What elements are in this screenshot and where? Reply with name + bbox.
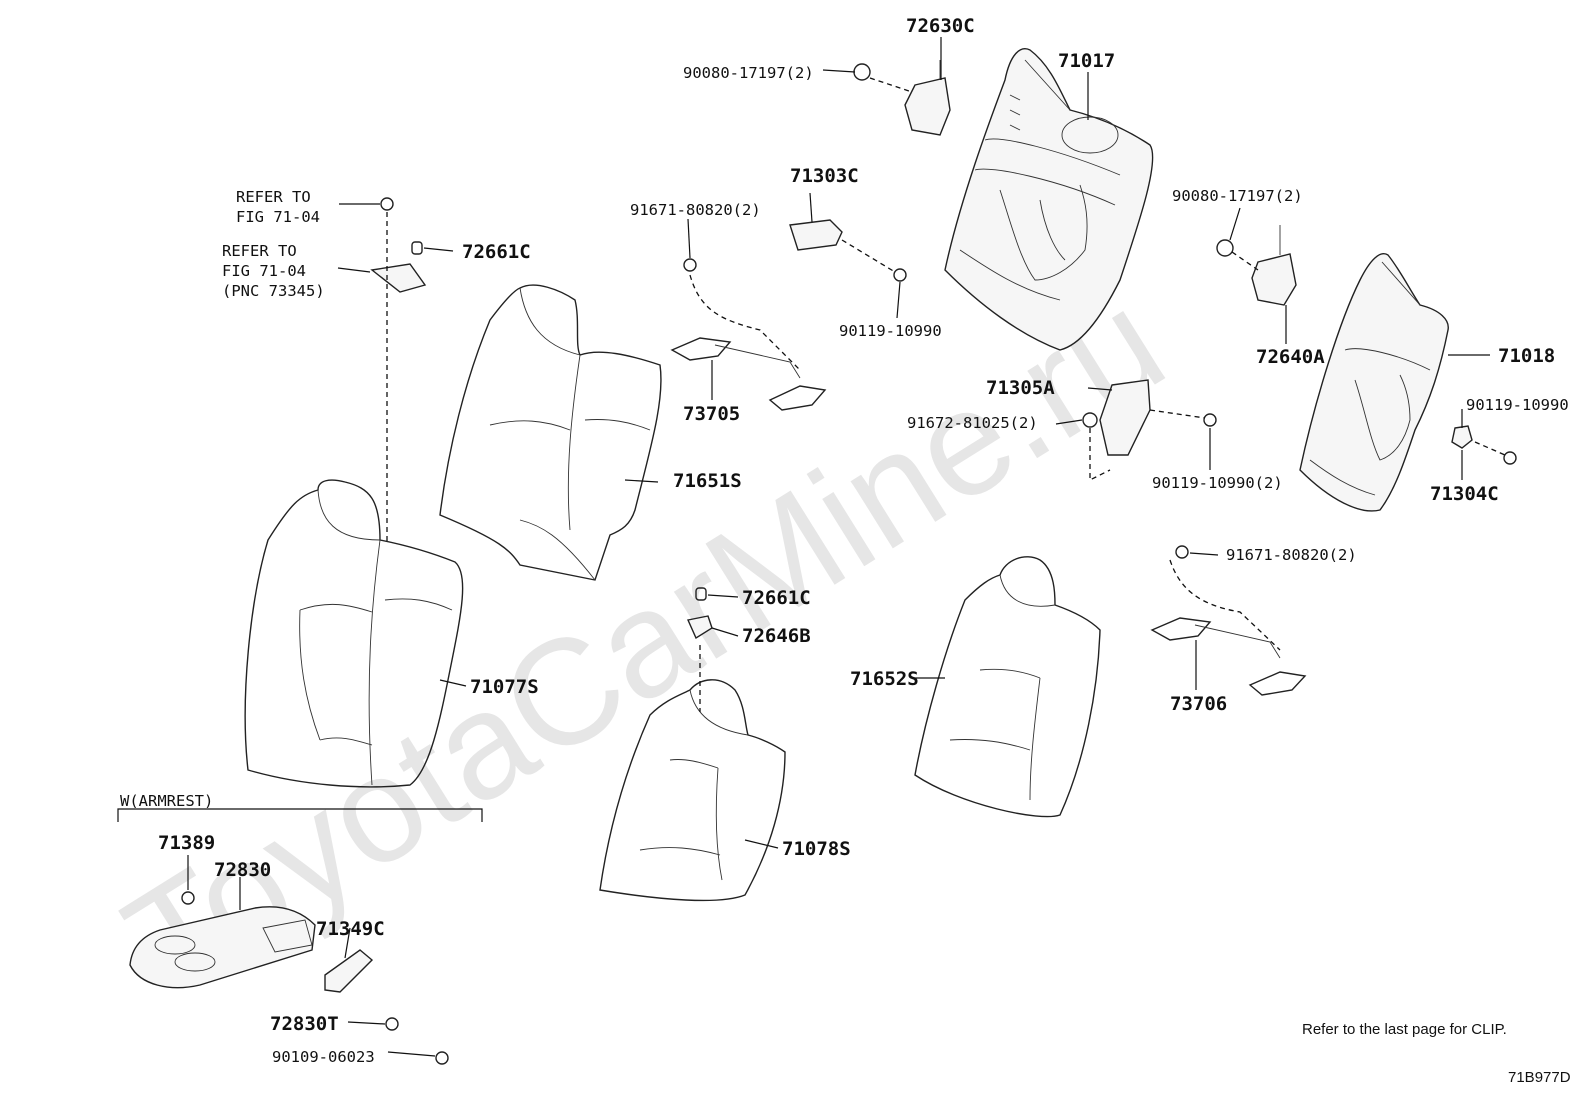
label-90119-10990-2: 90119-10990(2) — [1152, 474, 1283, 492]
armrest-group-bracket — [117, 808, 483, 822]
label-71303c: 71303C — [790, 165, 859, 187]
label-72646b: 72646B — [742, 625, 811, 647]
armrest-72830 — [129, 906, 316, 989]
seatback-cover-71652s — [914, 556, 1101, 818]
label-71389: 71389 — [158, 832, 215, 854]
label-90119-10990-right: 90119-10990 — [1466, 396, 1569, 414]
bolt-90109 — [435, 1051, 449, 1065]
assembly-line-71303c — [841, 239, 896, 273]
label-71651s: 71651S — [673, 470, 742, 492]
seatback-frame-71018 — [1299, 253, 1449, 512]
label-72640a: 72640A — [1256, 346, 1325, 368]
label-armrest-group: W(ARMREST) — [120, 792, 213, 810]
hinge-73705 — [670, 274, 827, 411]
label-90080-17197-right: 90080-17197(2) — [1172, 187, 1303, 205]
hinge-73706 — [1150, 559, 1307, 696]
label-73706: 73706 — [1170, 693, 1227, 715]
label-71304c: 71304C — [1430, 483, 1499, 505]
seatback-cover-71077s — [244, 479, 464, 788]
label-refer1-line1: REFER TO — [236, 188, 311, 206]
bolt-90119-mid — [893, 268, 907, 282]
label-71349c: 71349C — [316, 918, 385, 940]
label-90109-06023: 90109-06023 — [272, 1048, 375, 1066]
label-72661c-top: 72661C — [462, 241, 531, 263]
refer-note: Refer to the last page for CLIP. — [1302, 1021, 1507, 1038]
bracket-71303c — [789, 219, 843, 251]
label-71078s: 71078S — [782, 838, 851, 860]
assembly-line-72630c — [869, 77, 913, 93]
assembly-line-91672 — [1089, 428, 1111, 482]
label-72630c: 72630C — [906, 15, 975, 37]
lock-72640a — [1251, 225, 1297, 306]
label-91671-80820-right: 91671-80820(2) — [1226, 546, 1357, 564]
assembly-line-71305a — [1149, 409, 1206, 419]
clip-72661c-mid — [695, 587, 707, 601]
bolt-91672 — [1082, 412, 1098, 428]
label-refer2-line2: FIG 71-04 — [222, 262, 306, 280]
bolt-91671-left — [683, 258, 697, 272]
bolt-91671-right — [1175, 545, 1189, 559]
nut-72830t — [385, 1017, 399, 1031]
label-72661c-mid: 72661C — [742, 587, 811, 609]
label-90119-10990-mid: 90119-10990 — [839, 322, 942, 340]
label-71017: 71017 — [1058, 50, 1115, 72]
nut-90080-right — [1216, 239, 1234, 257]
label-91672-81025: 91672-81025(2) — [907, 414, 1038, 432]
bracket-71349c — [324, 949, 374, 993]
label-72830: 72830 — [214, 859, 271, 881]
clip-72661c-top — [411, 241, 423, 255]
label-73705: 73705 — [683, 403, 740, 425]
assembly-line-72640a — [1231, 251, 1259, 271]
seatback-cover-71078s — [599, 679, 786, 902]
cap-71389 — [181, 891, 195, 905]
bolt-90119-right — [1503, 451, 1517, 465]
bracket-71304c — [1451, 425, 1473, 449]
bracket-71305a — [1099, 379, 1151, 456]
bolt-refer-top — [380, 197, 394, 211]
seatback-frame-71017 — [944, 48, 1154, 351]
nut-90080-top — [853, 63, 871, 81]
label-90080-17197-top: 90080-17197(2) — [683, 64, 814, 82]
hook-refer-pnc73345 — [370, 263, 427, 293]
label-71652s: 71652S — [850, 668, 919, 690]
label-71018: 71018 — [1498, 345, 1555, 367]
figure-code: 71B977D — [1508, 1069, 1571, 1086]
label-71077s: 71077S — [470, 676, 539, 698]
label-71305a: 71305A — [986, 377, 1055, 399]
assembly-line-71304c — [1474, 441, 1506, 456]
seatback-cover-71651s — [439, 284, 662, 581]
label-91671-80820-left: 91671-80820(2) — [630, 201, 761, 219]
label-refer2-line3: (PNC 73345) — [222, 282, 325, 300]
bolt-90119-2 — [1203, 413, 1217, 427]
lock-72630c — [904, 60, 951, 136]
label-refer1-line2: FIG 71-04 — [236, 208, 320, 226]
label-refer2-line1: REFER TO — [222, 242, 297, 260]
label-72830t: 72830T — [270, 1013, 339, 1035]
